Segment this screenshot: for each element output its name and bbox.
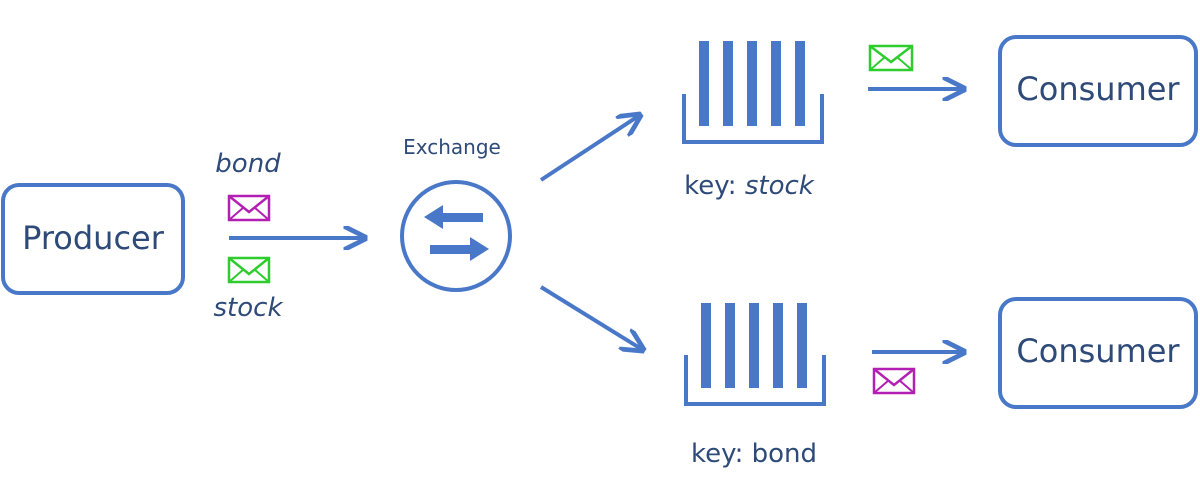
producer-label: Producer	[22, 219, 165, 257]
consumer-node: Consumer	[998, 297, 1198, 409]
consumer-label: Consumer	[1016, 332, 1180, 370]
queue-stock-key: key: stock	[684, 171, 815, 201]
consumer-node: Consumer	[998, 35, 1198, 147]
exchange-to-queue-bond-arrow	[539, 285, 643, 350]
envelope-icon	[872, 367, 916, 395]
queue-icon	[682, 41, 824, 144]
producer-node: Producer	[1, 183, 185, 295]
queue-stock-key-value: stock	[745, 171, 815, 201]
message-label-stock: stock	[214, 293, 284, 323]
queue-stock-key-prefix: key:	[684, 171, 745, 201]
queue-bond-key: key: bond	[691, 439, 817, 469]
envelope-icon	[227, 194, 271, 222]
consumer-label: Consumer	[1016, 70, 1180, 108]
exchange-arrows-icon	[400, 180, 512, 292]
queue-bond-key-prefix: key:	[691, 439, 752, 469]
envelope-icon	[227, 256, 271, 284]
envelope-icon	[868, 44, 914, 72]
exchange-to-queue-stock-arrow	[539, 115, 640, 182]
exchange-label: Exchange	[403, 135, 501, 159]
queue-icon	[684, 303, 826, 406]
queue-bond-key-value: bond	[752, 439, 817, 469]
message-label-bond: bond	[215, 149, 281, 179]
